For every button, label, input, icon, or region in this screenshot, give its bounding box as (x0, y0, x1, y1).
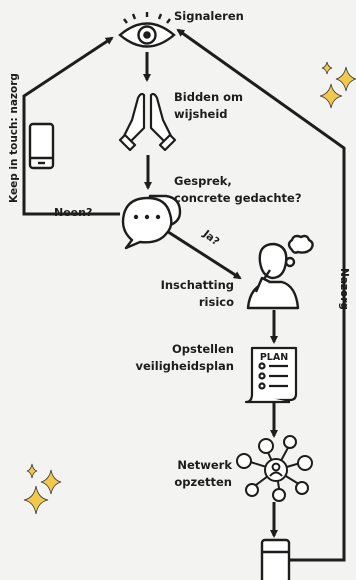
step-gesprek-label: Gesprek, concrete gedachte? (174, 174, 302, 205)
praying-hands-icon (118, 92, 177, 152)
chat-bubbles-icon (121, 194, 182, 250)
arrow-nazorg (176, 28, 346, 562)
thinking-person-icon (246, 234, 314, 310)
step-bidden-label: Bidden om wijsheid (174, 90, 244, 121)
phone-icon (28, 122, 55, 170)
step-opstellen-label: Opstellen veiligheidsplan (135, 342, 234, 373)
edge-nazorg-label: Nazorg (338, 268, 350, 310)
flow-connectors (22, 28, 346, 562)
plan-document-icon (244, 346, 298, 404)
sparkles-bottom-left-icon (23, 463, 62, 515)
plan-icon-text: PLAN (260, 352, 288, 363)
edge-keep-in-touch-label: Keep in touch: nazorg (8, 73, 20, 203)
network-icon (236, 435, 313, 502)
step-netwerk-label: Netwerk opzetten (174, 458, 232, 489)
arrow-keep-in-touch (22, 36, 120, 216)
step-inschatting-label: Inschatting risico (160, 278, 234, 309)
eye-icon (118, 12, 176, 48)
phone-bottom-icon (260, 538, 291, 580)
arrow-ja-to-inschatting (161, 226, 242, 280)
sparkles-top-right-icon (319, 61, 356, 109)
step-signaleren-label: Signaleren (174, 9, 244, 23)
edge-neen-label: Neen? (54, 206, 93, 219)
